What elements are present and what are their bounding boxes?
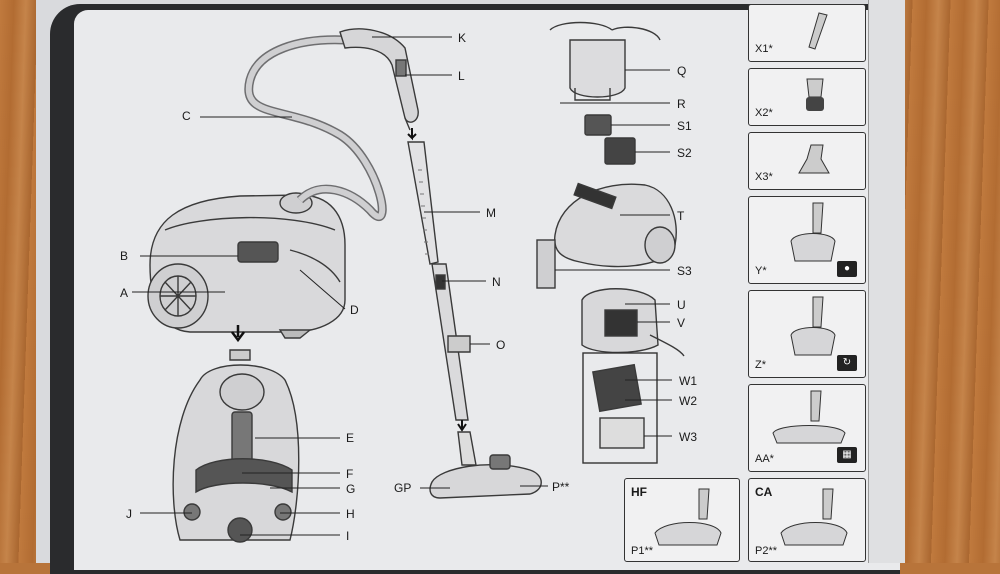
label-f: F xyxy=(346,467,354,481)
paw-icon: ● xyxy=(837,261,857,277)
label-q: Q xyxy=(677,64,687,78)
accessory-label: X3* xyxy=(755,171,773,183)
nozzle-box-ca: CA P2** xyxy=(748,478,866,562)
label-v: V xyxy=(677,316,686,330)
handle-illustration xyxy=(339,28,419,141)
label-g: G xyxy=(346,482,356,496)
label-k: K xyxy=(458,31,467,45)
vacuum-back-view-illustration xyxy=(172,325,300,543)
dusting-brush-icon xyxy=(806,78,824,111)
label-b: B xyxy=(120,249,129,263)
accessory-label: X2* xyxy=(755,107,773,119)
label-r: R xyxy=(677,97,686,111)
accessory-label: Y* xyxy=(755,265,767,277)
refresh-icon: ↻ xyxy=(837,355,857,371)
accessory-box-x1: X1* xyxy=(748,4,866,62)
accessory-label: AA* xyxy=(755,453,774,465)
accessory-box-y: Y* ● xyxy=(748,196,866,284)
dust-container-illustration xyxy=(549,21,661,101)
accessory-label: X1* xyxy=(755,43,773,55)
label-j: J xyxy=(126,507,132,521)
telescopic-tube-illustration xyxy=(407,141,471,432)
label-n: N xyxy=(492,275,501,289)
label-t: T xyxy=(677,209,685,223)
accessory-box-x2: X2* xyxy=(748,68,866,126)
floor-icon: ▦ xyxy=(837,447,857,463)
label-l: L xyxy=(458,69,465,83)
nozzle-box-label: P2** xyxy=(755,545,778,557)
label-w3: W3 xyxy=(679,430,697,444)
upholstery-nozzle-icon xyxy=(798,144,830,174)
label-m: M xyxy=(486,206,496,220)
nozzle-box-label: P1** xyxy=(631,545,654,557)
page-right-margin xyxy=(868,0,905,563)
label-gp: GP xyxy=(394,481,412,495)
label-d: D xyxy=(350,303,359,317)
vacuum-body-illustration xyxy=(147,192,346,339)
label-u: U xyxy=(677,298,686,312)
carpet-nozzle-icon xyxy=(780,488,848,546)
label-a: A xyxy=(120,286,129,300)
label-s2: S2 xyxy=(677,146,692,160)
accessory-box-x3: X3* xyxy=(748,132,866,190)
label-w2: W2 xyxy=(679,394,697,408)
label-h: H xyxy=(346,507,355,521)
crevice-tool-icon xyxy=(808,12,828,50)
accessory-box-aa: AA* ▦ xyxy=(748,384,866,472)
label-c: C xyxy=(182,109,191,123)
filter-w-frame xyxy=(582,352,658,464)
parquet-nozzle-icon xyxy=(772,390,846,444)
label-i: I xyxy=(346,529,350,543)
hard-floor-nozzle-icon xyxy=(654,488,722,546)
turbo-brush-icon xyxy=(790,202,836,262)
label-s1: S1 xyxy=(677,119,692,133)
label-e: E xyxy=(346,431,355,445)
label-s3: S3 xyxy=(677,264,692,278)
label-w1: W1 xyxy=(679,374,697,388)
filter-s2-illustration xyxy=(604,137,636,165)
label-o: O xyxy=(496,338,506,352)
nozzle-box-hf: HF P1** xyxy=(624,478,740,562)
floor-nozzle-illustration xyxy=(429,431,542,499)
accessory-label: Z* xyxy=(755,359,766,371)
label-p: P** xyxy=(552,480,570,494)
vacuum-rear-filter-illustration xyxy=(581,288,685,357)
mini-turbo-brush-icon xyxy=(790,296,836,356)
filter-s1-illustration xyxy=(584,114,612,136)
filter-t-illustration xyxy=(536,182,677,289)
accessory-box-z: Z* ↻ xyxy=(748,290,866,378)
nozzle-box-head: CA xyxy=(755,485,773,499)
nozzle-box-head: HF xyxy=(631,485,647,499)
